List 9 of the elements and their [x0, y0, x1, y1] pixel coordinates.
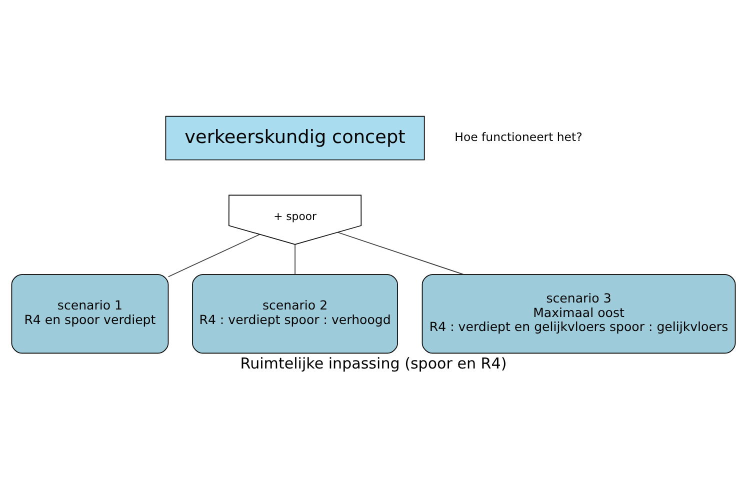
node-box: verkeerskundig concept [165, 115, 425, 160]
caption: Ruimtelijke inpassing (spoor en R4) [240, 354, 507, 372]
node-box: scenario 1 R4 en spoor verdiept [11, 274, 169, 354]
node-label: Hoe functioneert het? [454, 130, 582, 144]
connector [294, 244, 296, 274]
connector [337, 231, 464, 274]
node-box: scenario 2 R4 : verdiept spoor : verhoogd [192, 274, 398, 354]
connector [168, 234, 260, 277]
node-box: scenario 3 Maximaal oost R4 : verdiept en gelijkvloers spoor : gelijkvloers [422, 274, 736, 354]
